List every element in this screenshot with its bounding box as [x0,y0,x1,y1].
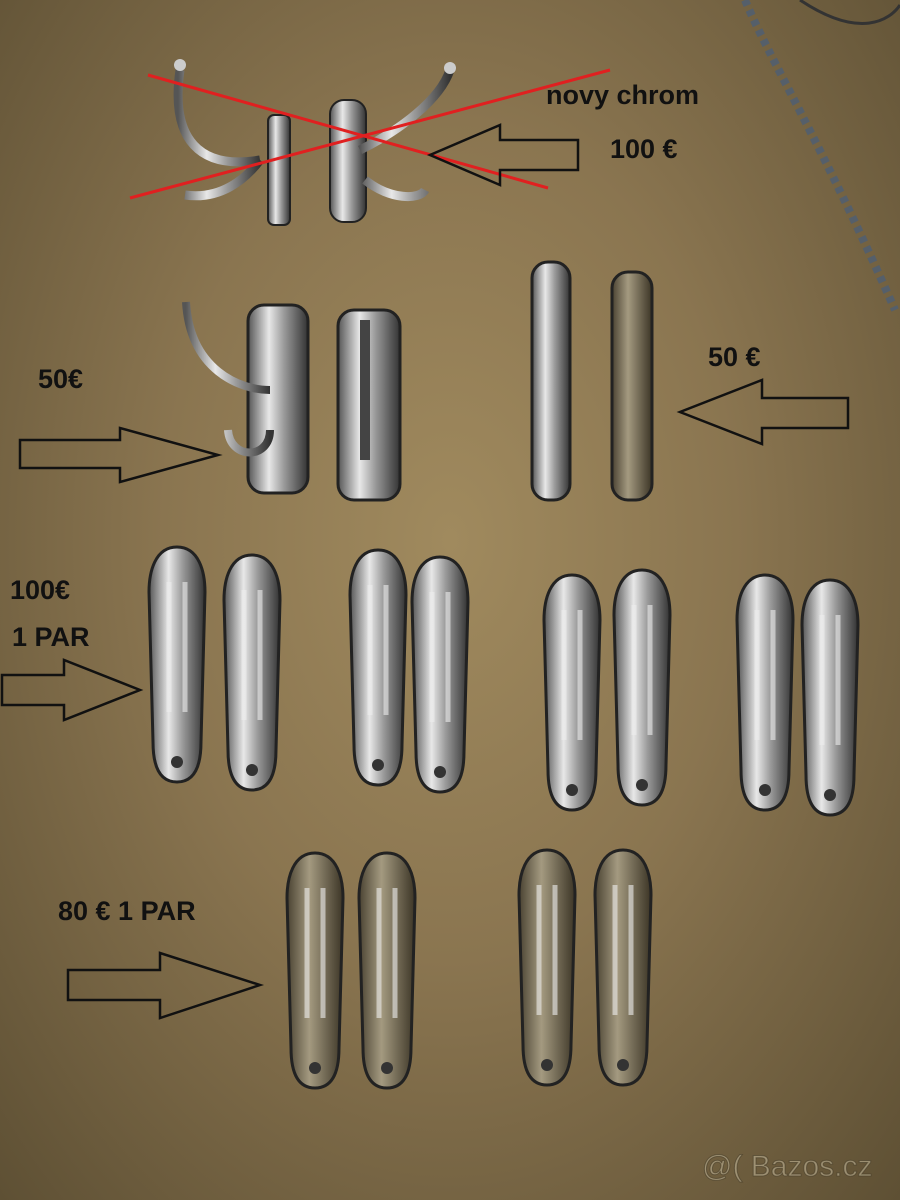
mid-right-hooks [530,260,654,502]
arrow-right-icon [18,426,223,484]
arrow-left-icon [676,378,850,446]
row3-price-label: 100€ [10,575,71,605]
brass-hook-pairs [287,850,651,1088]
mid-left-price-label: 50€ [38,364,84,394]
row4-price-label: 80 € 1 PAR [58,896,196,926]
arrow-right-icon [0,658,144,722]
top-coat-hooks [173,59,456,226]
mid-right-price-label: 50 € [708,342,761,372]
top-item-label: novy chrom [546,80,700,110]
spring-cable [741,0,899,312]
row3-unit-label: 1 PAR [12,622,90,652]
arrow-right-icon [66,951,265,1020]
mid-left-hooks [182,301,402,502]
top-price-label: 100 € [610,134,678,164]
arrows [0,123,850,1020]
chrome-hook-pairs [149,547,858,815]
cross-out-mark [129,68,611,200]
arrow-left-icon [426,123,580,187]
bazos-watermark: @( Bazos.cz [702,1150,873,1184]
